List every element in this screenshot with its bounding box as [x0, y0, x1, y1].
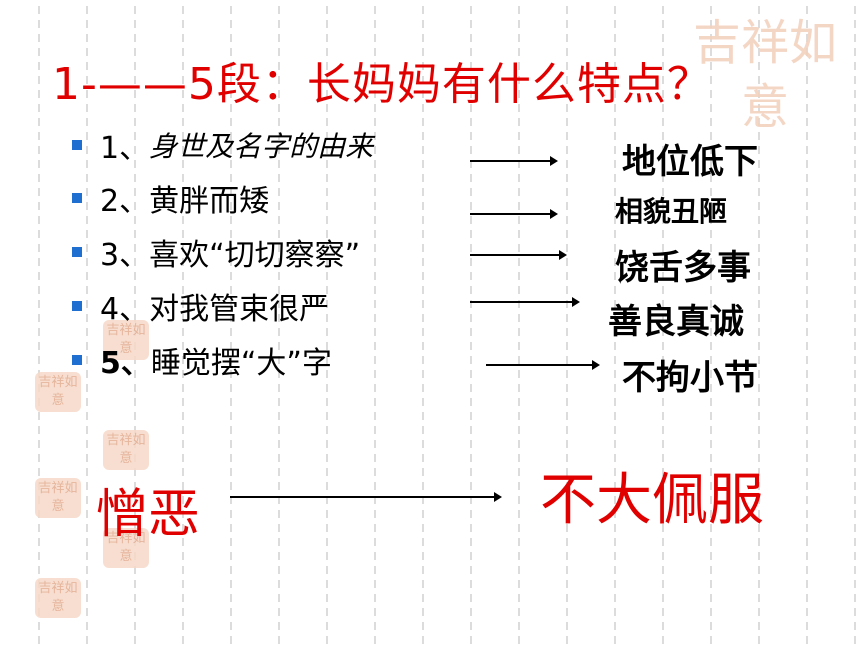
item-text: 黄胖而矮	[149, 184, 270, 219]
arrow-icon	[470, 209, 558, 219]
trait-label: 不拘小节	[622, 358, 758, 398]
seal-watermark: 吉祥如意	[103, 430, 149, 470]
trait-label: 地位低下	[622, 142, 758, 182]
item-text: 身世及名字的由来	[149, 130, 374, 163]
slide-title: 1-——5段：长妈妈有什么特点？	[52, 59, 712, 110]
arrow-icon	[230, 492, 502, 502]
list-item: 5、 睡觉摆“大”字	[72, 340, 332, 381]
summary-right: 不大佩服	[540, 468, 764, 533]
item-number: 5、	[100, 346, 151, 381]
arrow-icon	[470, 156, 558, 166]
item-text: 对我管束很严	[149, 292, 330, 327]
bullet-icon	[72, 193, 82, 203]
bullet-icon	[72, 355, 82, 365]
item-number: 2、	[100, 184, 150, 219]
item-number: 1、	[100, 131, 150, 166]
bullet-icon	[72, 140, 82, 150]
trait-label: 相貌丑陋	[615, 195, 728, 228]
seal-watermark: 吉祥如意	[103, 320, 149, 360]
seal-watermark: 吉祥如意	[103, 528, 149, 568]
bullet-icon	[72, 247, 82, 257]
seal-watermark-large: 吉祥如意	[670, 0, 860, 150]
summary-left: 憎恶	[96, 485, 201, 545]
trait-label: 善良真诚	[608, 302, 744, 342]
item-number: 4、	[100, 292, 150, 327]
bullet-icon	[72, 301, 82, 311]
arrow-icon	[470, 250, 567, 260]
seal-text: 吉祥如意	[692, 15, 837, 135]
list-item: 1、 身世及名字的由来	[72, 125, 374, 166]
item-text: 喜欢“切切察察”	[149, 238, 361, 273]
seal-watermark: 吉祥如意	[35, 578, 81, 618]
seal-watermark: 吉祥如意	[35, 478, 81, 518]
trait-label: 饶舌多事	[615, 248, 751, 288]
list-item: 4、 对我管束很严	[72, 286, 330, 327]
item-number: 3、	[100, 238, 150, 273]
list-item: 3、 喜欢“切切察察”	[72, 232, 361, 273]
arrow-icon	[486, 360, 600, 370]
item-text: 睡觉摆“大”字	[150, 346, 332, 381]
seal-watermark: 吉祥如意	[35, 372, 81, 412]
arrow-icon	[470, 297, 580, 307]
list-item: 2、 黄胖而矮	[72, 178, 270, 219]
